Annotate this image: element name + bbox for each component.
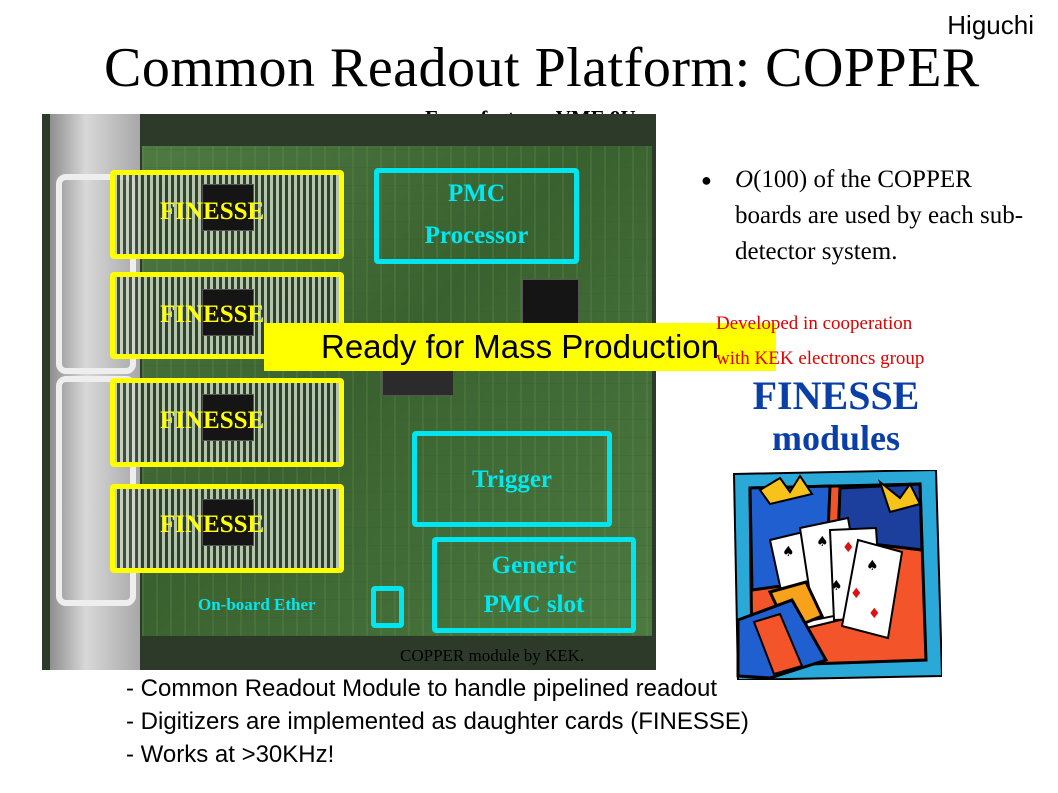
svg-text:♦: ♦ [868,606,881,622]
finesse-label-3: FINESSE [160,407,265,434]
note-line-1: - Common Readout Module to handle pipeli… [126,675,718,702]
pmc-processor-label-line1: PMC [448,180,505,207]
finesse-slot-2 [110,272,344,359]
chip [202,394,254,441]
mass-production-banner: Ready for Mass Production [264,323,776,371]
modules-heading: modules [771,418,901,458]
finesse-label-2: FINESSE [160,301,265,328]
svg-text:♦: ♦ [850,586,863,602]
bullet-rest: (100) of the COPPER boards are used by e… [735,166,1024,265]
board-caption: COPPER module by KEK. [400,646,585,665]
finesse-slot-3 [110,378,344,467]
finesse-label-4: FINESSE [160,511,265,538]
trigger-slot [412,431,612,527]
playing-cards-clipart-icon: ♠♠ ♠♠ ♠ ♦♦ ♦ [732,470,942,680]
generic-pmc-label-line1: Generic [491,552,577,579]
svg-text:♦: ♦ [842,540,855,556]
bullet-text: O(100) of the COPPER boards are used by … [735,162,1035,270]
note-line-2: - Digitizers are implemented as daughter… [126,708,749,735]
svg-text:♠: ♠ [782,544,795,560]
author-name: Higuchi [947,10,1034,40]
onboard-ether-label: On-board Ether [198,595,316,614]
generic-pmc-slot [432,537,636,633]
note-line-3: - Works at >30KHz! [126,741,335,768]
finesse-slot-1 [110,170,344,259]
finesse-label-1: FINESSE [160,198,265,225]
cooperation-line-1: Developed in cooperation [716,313,913,334]
pmc-processor-slot [374,168,579,264]
slide-title: Common Readout Platform: COPPER [104,37,980,99]
onboard-ether-port [371,586,404,628]
cooperation-line-2: with KEK electroncs group [716,348,925,369]
finesse-slot-4 [110,484,344,573]
summary-notes: - Common Readout Module to handle pipeli… [126,672,749,771]
chip [202,499,254,546]
trigger-label: Trigger [471,466,553,493]
chip [202,289,254,336]
svg-text:♠: ♠ [816,534,829,550]
generic-pmc-label-line2: PMC slot [483,591,585,618]
bullet-icon: ● [701,170,712,190]
finesse-heading: FINESSE [752,373,920,418]
svg-text:♠: ♠ [830,578,843,594]
chip [202,184,254,231]
bullet-italic: O [735,166,754,193]
pmc-processor-label-line2: Processor [424,222,529,249]
svg-text:♠: ♠ [866,558,879,574]
